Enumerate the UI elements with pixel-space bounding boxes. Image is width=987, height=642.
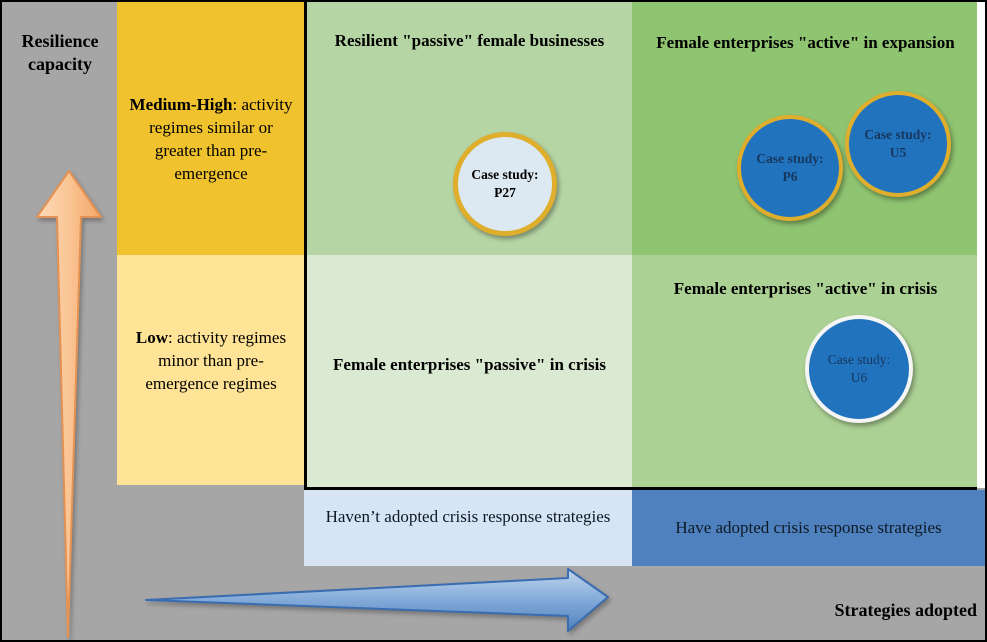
case-study-u6-prefix: Case study: (827, 352, 891, 368)
case-study-circle-p27: Case study: P27 (453, 132, 557, 236)
case-study-p6-label: Case study: P6 (754, 150, 826, 185)
case-study-p27-id: P27 (494, 185, 516, 200)
level-medium-high-bold: Medium-High (129, 95, 233, 114)
case-study-circle-u5: Case study: U5 (845, 91, 951, 197)
case-study-circle-u6: Case study: U6 (805, 315, 913, 423)
grid-border-horizontal (304, 487, 977, 490)
level-low-text: Low: activity regimes minor than pre-eme… (126, 327, 296, 396)
quadrant-title-active-expansion: Female enterprises "active" in expansion (656, 33, 955, 52)
level-medium-high-text: Medium-High: activity regimes similar or… (126, 94, 296, 186)
grid-border-vertical (304, 2, 307, 490)
quadrant-title-passive-crisis: Female enterprises "passive" in crisis (333, 355, 606, 374)
cell-quadrant-active-crisis (632, 255, 977, 487)
band-not-adopted-label: Haven’t adopted crisis response strategi… (325, 507, 611, 526)
case-study-u5-label: Case study: U5 (862, 126, 934, 161)
case-study-p6-prefix: Case study: (756, 151, 824, 167)
quadrant-title-passive-resilient: Resilient "passive" female businesses (334, 31, 605, 50)
case-study-u6-label: Case study: U6 (823, 351, 895, 386)
case-study-circle-p6: Case study: P6 (737, 115, 843, 221)
level-low-rest: : activity regimes minor than pre-emerge… (145, 328, 287, 393)
cell-quadrant-passive-crisis (307, 255, 632, 487)
resilience-capacity-arrow-icon (36, 170, 102, 638)
right-margin-strip (977, 2, 985, 488)
cell-capacity-low (117, 255, 304, 485)
level-medium-high-rest: : activity regimes similar or greater th… (149, 95, 293, 183)
case-study-u5-prefix: Case study: (864, 127, 932, 143)
level-low-bold: Low (135, 328, 169, 347)
case-study-u6-id: U6 (850, 370, 868, 385)
y-axis-label: Resilience capacity (21, 31, 99, 74)
case-study-p27-label: Case study: P27 (469, 166, 541, 201)
cell-capacity-medium-high (117, 2, 304, 255)
quadrant-title-active-crisis: Female enterprises "active" in crisis (673, 279, 938, 298)
case-study-p27-prefix: Case study: (471, 167, 539, 183)
band-not-adopted (304, 490, 632, 566)
x-axis-label: Strategies adopted (834, 600, 978, 620)
band-adopted-label: Have adopted crisis response strategies (675, 518, 942, 537)
strategies-adopted-arrow-icon (145, 568, 609, 632)
band-adopted (632, 490, 985, 566)
case-study-u5-id: U5 (889, 145, 907, 160)
case-study-p6-id: P6 (782, 169, 798, 184)
